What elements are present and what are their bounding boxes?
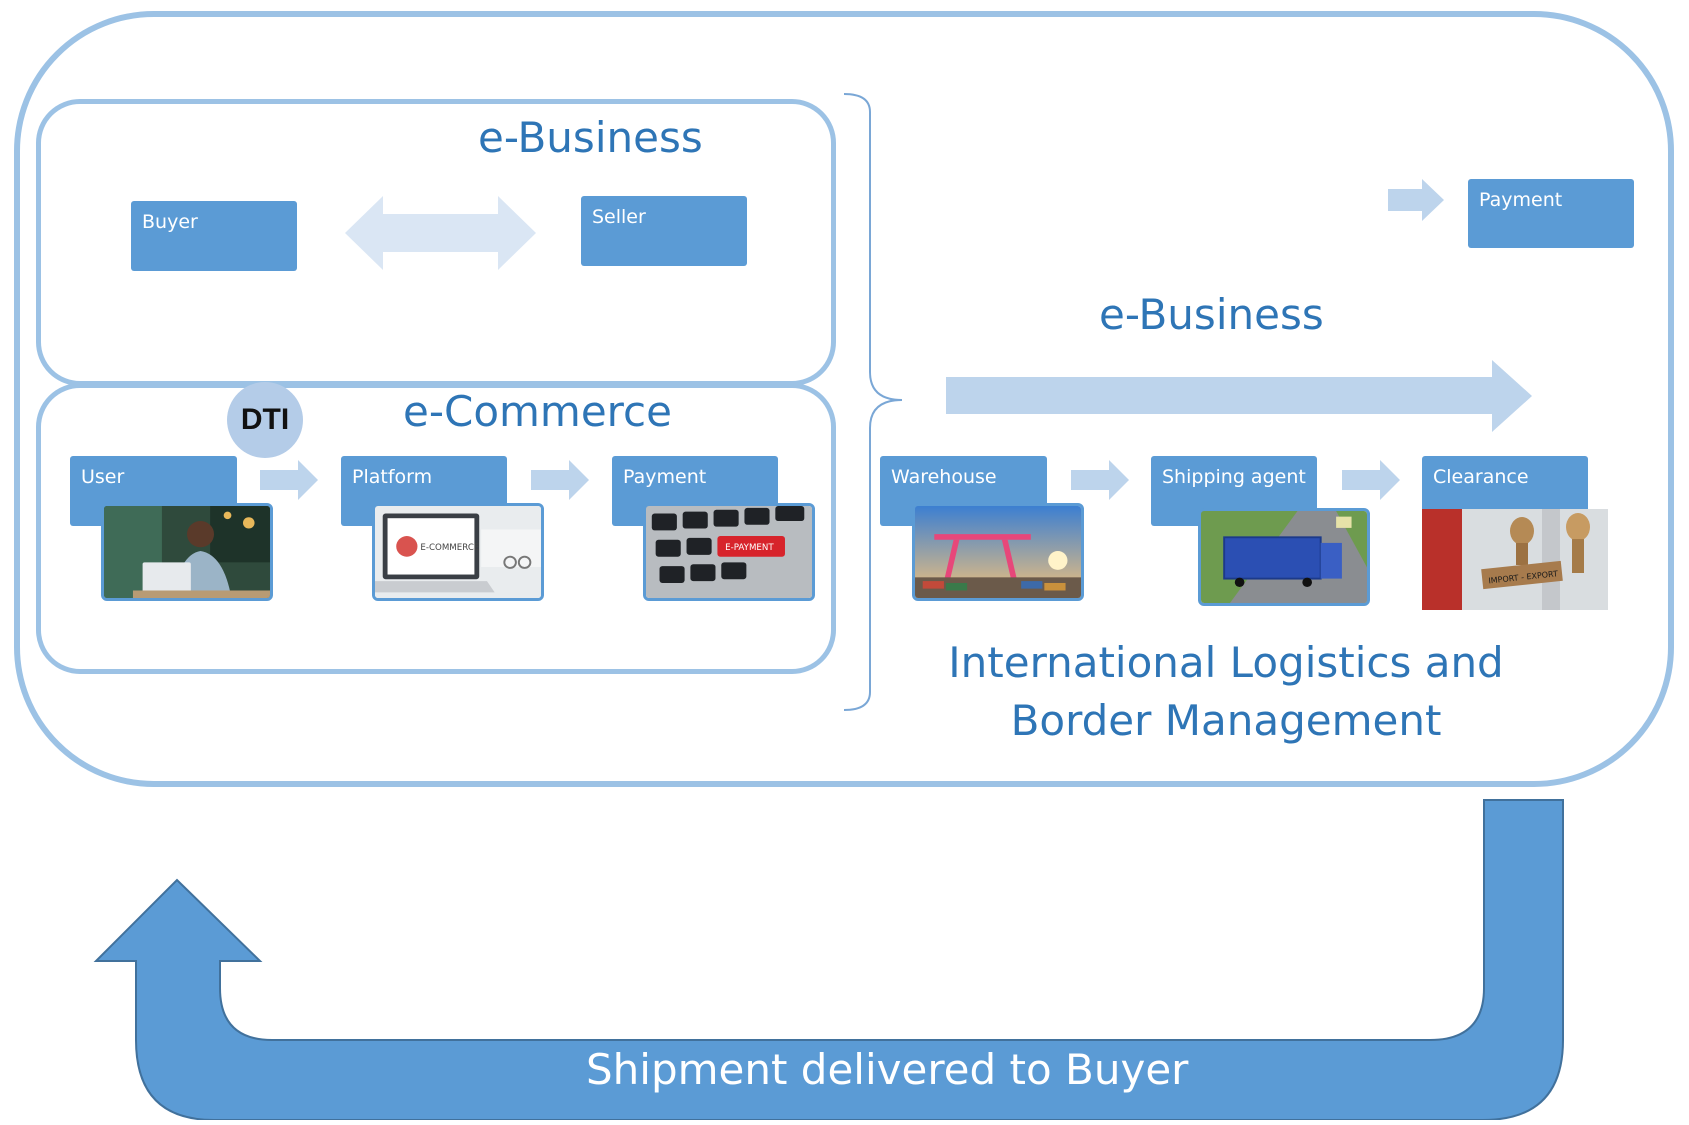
logistics-title: International Logistics and Border Manag… bbox=[926, 634, 1526, 750]
right-payment-box: Payment bbox=[1468, 179, 1634, 248]
right-arrow-icon bbox=[1342, 460, 1400, 500]
ecommerce-panel-title: e-Commerce bbox=[403, 387, 672, 436]
epayment-keyboard-image: E-PAYMENT bbox=[643, 503, 815, 601]
buyer-box: Buyer bbox=[131, 201, 297, 271]
warehouse-port-image bbox=[912, 503, 1084, 601]
import-export-stamp-image: IMPORT - EXPORT bbox=[1422, 509, 1608, 610]
outer-frame bbox=[14, 11, 1674, 787]
ebusiness-panel-title: e-Business bbox=[478, 113, 703, 162]
shipping-truck-image bbox=[1198, 508, 1370, 606]
seller-box: Seller bbox=[581, 196, 747, 266]
platform-laptop-image: E-COMMERCE bbox=[372, 503, 544, 601]
logistics-title-line2: Border Management bbox=[1010, 696, 1442, 745]
logistics-title-line1: International Logistics and bbox=[948, 638, 1504, 687]
right-arrow-icon bbox=[531, 460, 589, 500]
long-right-arrow-icon bbox=[946, 360, 1532, 432]
svg-text:E-PAYMENT: E-PAYMENT bbox=[725, 543, 774, 553]
right-arrow-icon bbox=[1388, 179, 1444, 221]
right-arrow-icon bbox=[1071, 460, 1129, 500]
right-arrow-icon bbox=[260, 460, 318, 500]
right-ebusiness-title: e-Business bbox=[1099, 290, 1324, 339]
svg-text:E-COMMERCE: E-COMMERCE bbox=[420, 543, 479, 553]
dti-badge: DTI bbox=[227, 382, 303, 458]
shipment-delivered-label: Shipment delivered to Buyer bbox=[586, 1045, 1189, 1094]
double-arrow-icon bbox=[345, 196, 536, 270]
grouping-brace bbox=[840, 92, 910, 712]
user-laptop-image bbox=[101, 503, 273, 601]
